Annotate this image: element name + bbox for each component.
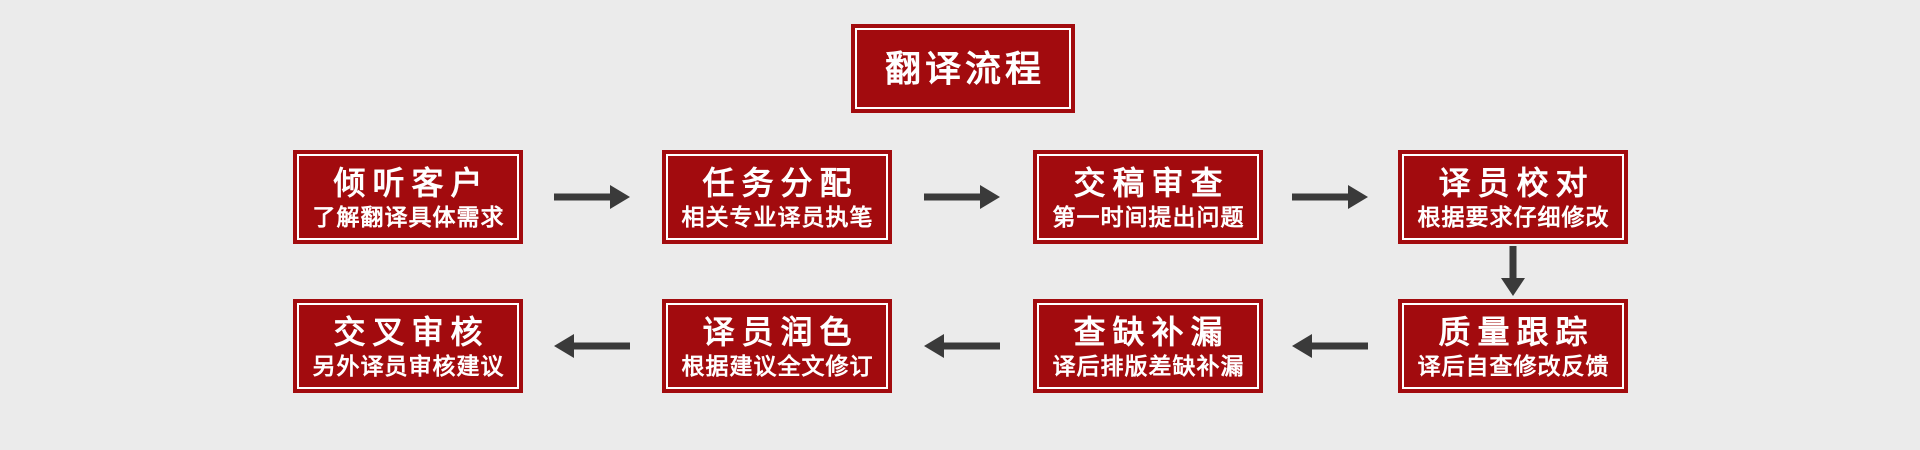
flow-title-box: 翻译流程 (851, 24, 1075, 113)
step-subtitle: 另外译员审核建议 (312, 353, 505, 380)
flow-step-listen-customers: 倾听客户 了解翻译具体需求 (293, 150, 523, 244)
arrow-right-icon (924, 185, 1000, 209)
flow-step-quality-tracking: 质量跟踪 译后自查修改反馈 (1398, 299, 1628, 393)
flow-step-task-assignment: 任务分配 相关专业译员执笔 (662, 150, 892, 244)
step-subtitle: 相关专业译员执笔 (681, 204, 874, 231)
arrow-left-icon (1292, 334, 1368, 358)
step-title: 质量跟踪 (1438, 313, 1595, 350)
flow-step-polishing: 译员润色 根据建议全文修订 (662, 299, 892, 393)
step-title: 交叉审核 (333, 313, 490, 350)
step-subtitle: 根据建议全文修订 (681, 353, 874, 380)
arrow-down-icon (1501, 246, 1525, 296)
step-subtitle: 译后排版差缺补漏 (1052, 353, 1245, 380)
step-subtitle: 第一时间提出问题 (1052, 204, 1245, 231)
step-subtitle: 译后自查修改反馈 (1417, 353, 1610, 380)
flow-step-cross-review: 交叉审核 另外译员审核建议 (293, 299, 523, 393)
flow-title-label: 翻译流程 (884, 47, 1045, 89)
step-title: 交稿审查 (1073, 164, 1230, 201)
step-title: 任务分配 (702, 164, 859, 201)
step-title: 译员润色 (702, 313, 859, 350)
arrow-left-icon (924, 334, 1000, 358)
flow-step-draft-review: 交稿审查 第一时间提出问题 (1033, 150, 1263, 244)
step-subtitle: 根据要求仔细修改 (1417, 204, 1610, 231)
arrow-right-icon (554, 185, 630, 209)
flow-step-gap-filling: 查缺补漏 译后排版差缺补漏 (1033, 299, 1263, 393)
step-title: 倾听客户 (333, 164, 490, 201)
step-subtitle: 了解翻译具体需求 (312, 204, 505, 231)
step-title: 译员校对 (1438, 164, 1595, 201)
arrow-right-icon (1292, 185, 1368, 209)
step-title: 查缺补漏 (1073, 313, 1230, 350)
flow-step-proofreading: 译员校对 根据要求仔细修改 (1398, 150, 1628, 244)
arrow-left-icon (554, 334, 630, 358)
